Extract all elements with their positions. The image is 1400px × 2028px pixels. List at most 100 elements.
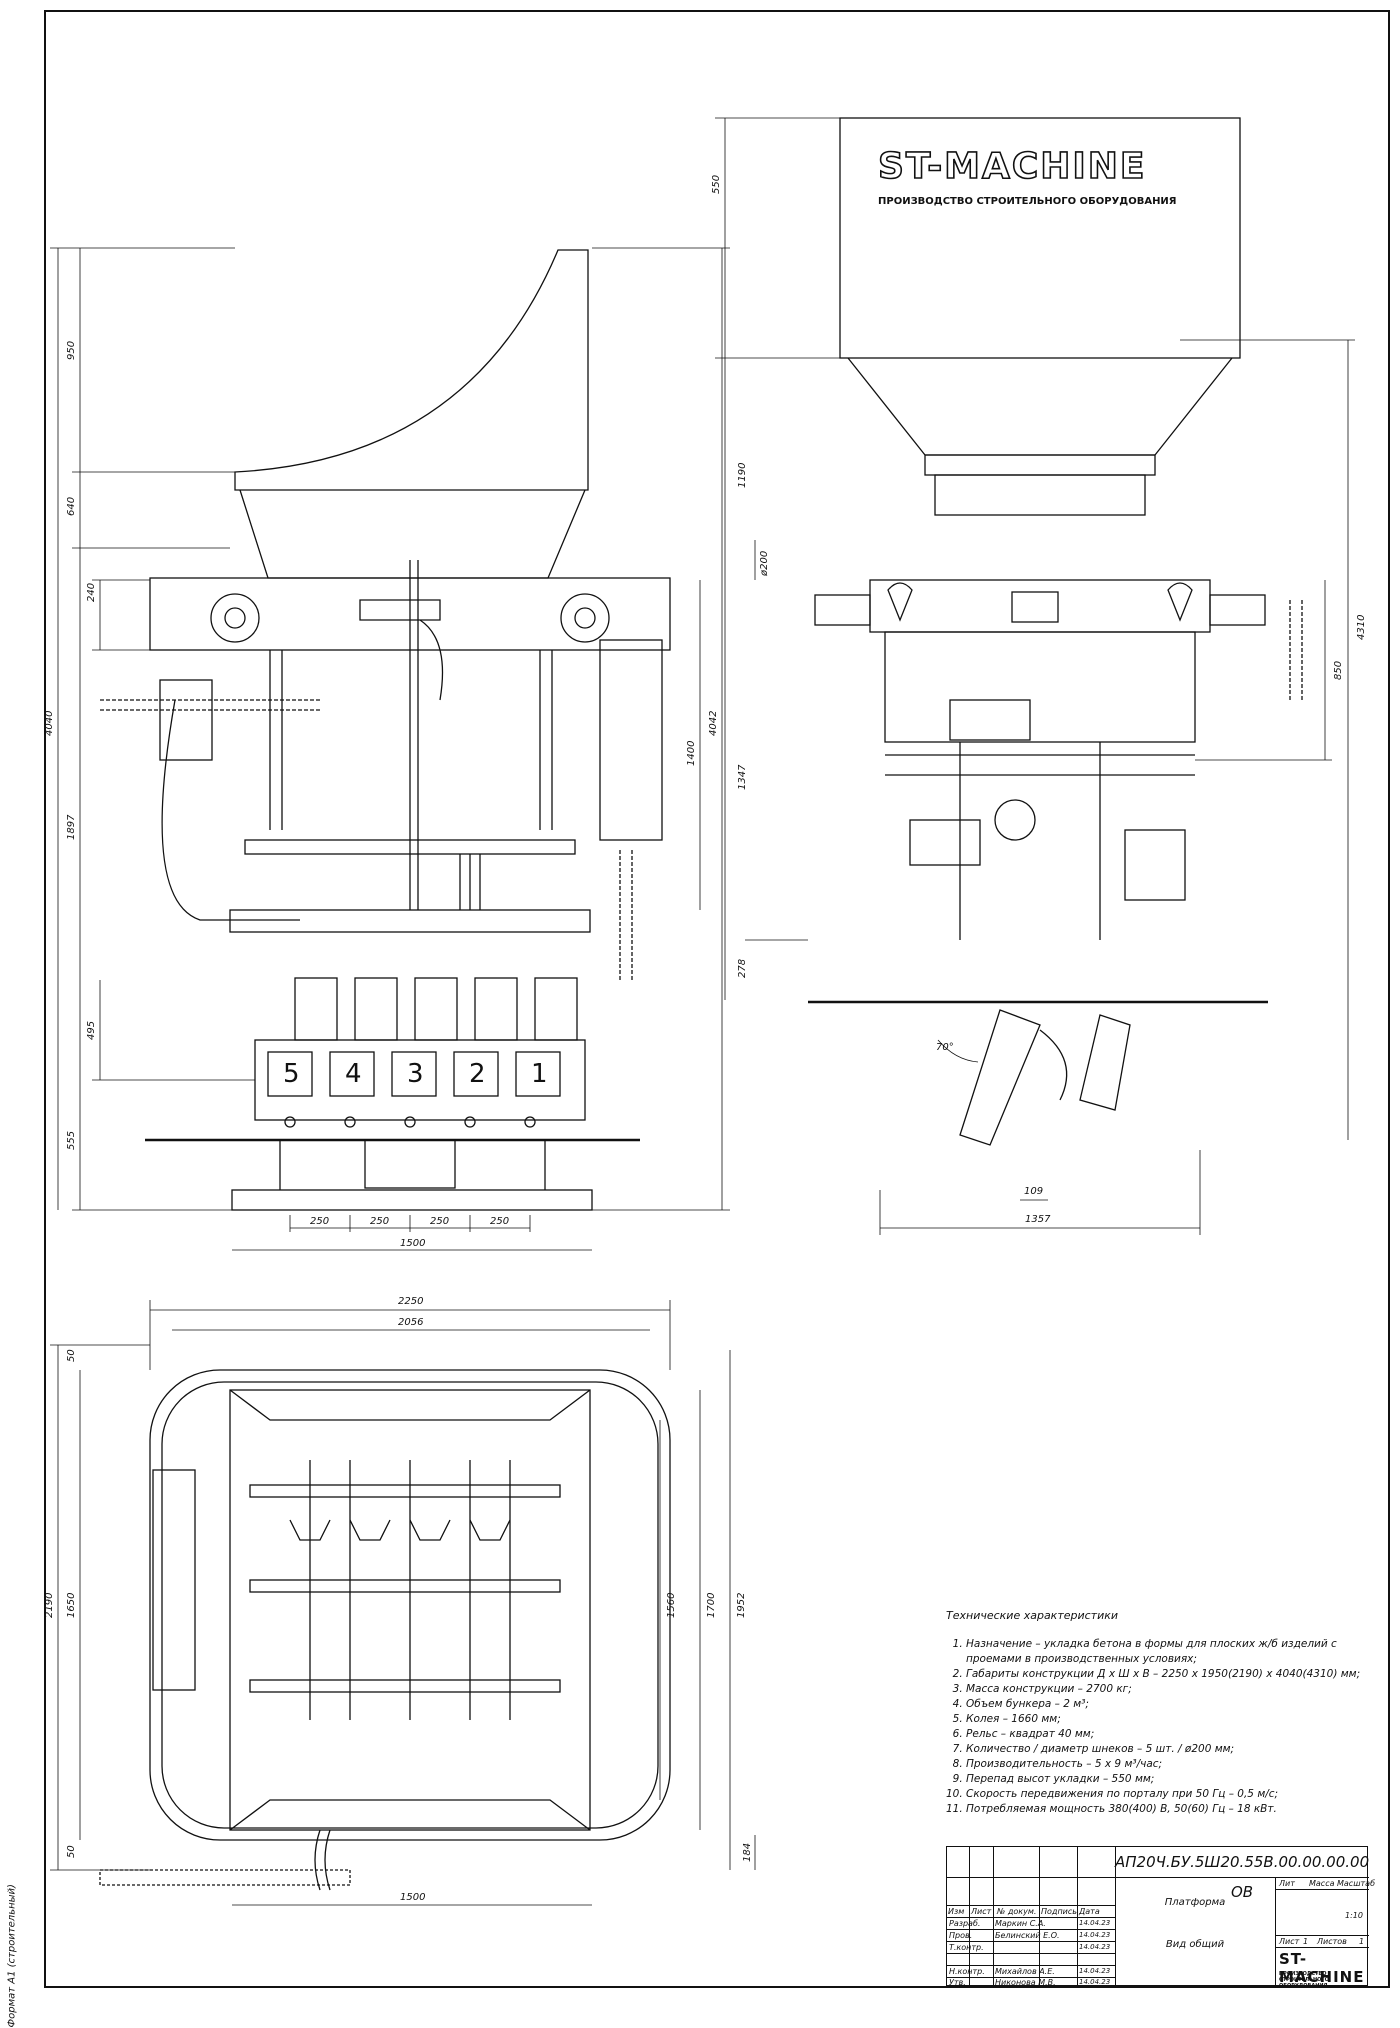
side-angle-70: 70°: [936, 1042, 954, 1053]
tb-scale: 1:10: [1345, 1911, 1363, 1920]
side-hopper-funnel: [847, 357, 1233, 456]
front-dim-250-c: 250: [430, 1216, 449, 1227]
side-hopper-box: [839, 117, 1241, 359]
plan-dim-1700: 1700: [706, 1593, 717, 1618]
side-tilted-feeder: [959, 1009, 1041, 1146]
front-control-box: [599, 639, 663, 841]
front-dim-950: 950: [66, 341, 77, 360]
front-dim-4042: 4042: [708, 711, 719, 736]
plan-dim-2056: 2056: [398, 1317, 423, 1328]
front-mid-frame: [229, 909, 591, 933]
side-dimensions: [715, 117, 1355, 1235]
spec-item: Рельс – квадрат 40 мм;: [966, 1727, 1366, 1742]
tb-person: Маркин С.А.: [995, 1919, 1046, 1928]
front-hopper: [234, 249, 589, 491]
tb-person: Михайлов А.Е.: [995, 1967, 1055, 1976]
spec-item: Объем бункера – 2 м³;: [966, 1697, 1366, 1712]
spec-item: Скорость передвижения по порталу при 50 …: [966, 1787, 1366, 1802]
tb-date: 14.04.23: [1079, 1919, 1111, 1927]
specs-list: Назначение – укладка бетона в формы для …: [946, 1637, 1366, 1817]
specs-title: Технические характеристики: [946, 1609, 1119, 1622]
tb-date: 14.04.23: [1079, 1967, 1111, 1975]
tb-person: Никонова М.В.: [995, 1978, 1056, 1987]
tb-logo: ST-MACHINE: [1279, 1950, 1365, 1986]
drawing-view: Вид общий: [1165, 1939, 1225, 1950]
front-base: [231, 1189, 593, 1211]
tb-header-sign: Подпись: [1041, 1907, 1077, 1916]
side-logo-tagline: ПРОИЗВОДСТВО СТРОИТЕЛЬНОГО ОБОРУДОВАНИЯ: [878, 196, 1177, 207]
side-dim-278: 278: [737, 959, 748, 978]
plan-dim-184: 184: [742, 1843, 753, 1862]
tb-mass-label: Масса: [1309, 1879, 1335, 1888]
front-hopper-funnel: [239, 489, 586, 579]
plan-dim-labels: 2250 2056 2190 50 1650 50 1560 1700 1952…: [44, 1296, 753, 1903]
tb-role: Пров.: [949, 1931, 973, 1940]
side-dim-1357: 1357: [1025, 1214, 1051, 1225]
plan-dim-50-top: 50: [66, 1349, 77, 1362]
plan-dim-1650: 1650: [66, 1593, 77, 1618]
side-dim-109: 109: [1024, 1186, 1043, 1197]
front-dim-1897: 1897: [66, 814, 77, 840]
auger-number-2: 2: [469, 1059, 486, 1089]
front-dim-1400: 1400: [686, 741, 697, 766]
auger-number-4: 4: [345, 1059, 362, 1089]
front-dim-250-b: 250: [370, 1216, 389, 1227]
tb-sheet: 1: [1303, 1937, 1309, 1946]
auger-number-1: 1: [531, 1059, 548, 1089]
side-dim-1347: 1347: [737, 764, 748, 790]
tb-sheet-label: Лист: [1279, 1937, 1300, 1946]
drawing-code: АП20Ч.БУ.5Ш20.55В.00.00.00.00 ОВ: [1115, 1853, 1370, 1901]
plan-dim-2250: 2250: [398, 1296, 423, 1307]
front-dim-250-d: 250: [490, 1216, 509, 1227]
plan-dimensions: [50, 1300, 756, 1906]
plan-dim-50-bottom: 50: [66, 1845, 77, 1858]
tb-header-date: Дата: [1079, 1907, 1100, 1916]
spec-item: Производительность – 5 х 9 м³/час;: [966, 1757, 1366, 1772]
plan-main-frame: [229, 1389, 591, 1831]
front-dim-640: 640: [66, 497, 77, 516]
front-dim-240: 240: [86, 583, 97, 602]
plan-dim-1560: 1560: [666, 1593, 677, 1618]
side-top-frame: [869, 579, 1211, 633]
plan-dim-1952: 1952: [736, 1593, 747, 1618]
tb-lit-label: Лит: [1279, 1879, 1295, 1888]
plan-rail-outline: [149, 1369, 671, 1841]
drawing-frame: [44, 10, 1390, 1988]
spec-item: Перепад высот укладки – 550 мм;: [966, 1772, 1366, 1787]
side-dim-850: 850: [1333, 661, 1344, 680]
drawing-name: Платформа: [1164, 1897, 1226, 1908]
tb-date: 14.04.23: [1079, 1931, 1111, 1939]
front-dim-4040: 4040: [44, 711, 55, 736]
spec-item: Габариты конструкции Д х Ш х В – 2250 х …: [966, 1667, 1366, 1682]
technical-specs: Технические характеристики Назначение – …: [946, 1608, 1366, 1817]
tb-role: Т.контр.: [949, 1943, 984, 1952]
front-view: [100, 249, 671, 1211]
side-dim-4310: 4310: [1356, 615, 1367, 640]
title-block: АП20Ч.БУ.5Ш20.55В.00.00.00.00 ОВ Платфор…: [946, 1846, 1375, 1989]
side-dim-550: 550: [711, 175, 722, 194]
tb-role: Утв.: [949, 1978, 966, 1987]
tb-date: 14.04.23: [1079, 1978, 1111, 1986]
side-logo-name: ST-MACHINE: [878, 146, 1146, 187]
front-dim-495: 495: [86, 1021, 97, 1040]
plan-dim-2190: 2190: [44, 1593, 55, 1618]
front-dimensions: [50, 247, 730, 1251]
side-dim-d200: ø200: [759, 551, 770, 577]
tb-person: Белинский Е.О.: [995, 1931, 1060, 1940]
spec-item: Масса конструкции – 2700 кг;: [966, 1682, 1366, 1697]
side-view: ST-MACHINE ПРОИЗВОДСТВО СТРОИТЕЛЬНОГО ОБ…: [808, 117, 1303, 1146]
front-dim-250-a: 250: [310, 1216, 329, 1227]
front-dim-labels: 4040 950 640 240 1897 495 555 4042 1400 …: [44, 341, 719, 1249]
tb-role: Н.контр.: [949, 1967, 985, 1976]
front-dim-1500: 1500: [400, 1238, 425, 1249]
tb-role: Разраб.: [949, 1919, 981, 1928]
tb-date: 14.04.23: [1079, 1943, 1111, 1951]
plan-view: [99, 1369, 671, 1891]
auger-number-3: 3: [407, 1059, 424, 1089]
side-dim-labels: 550 1190 ø200 1347 278 4310 850 70° 109 …: [711, 175, 1367, 1225]
spec-item: Количество / диаметр шнеков – 5 шт. / ø2…: [966, 1742, 1366, 1757]
tb-sheets-label: Листов: [1317, 1937, 1347, 1946]
auger-number-5: 5: [283, 1059, 300, 1089]
